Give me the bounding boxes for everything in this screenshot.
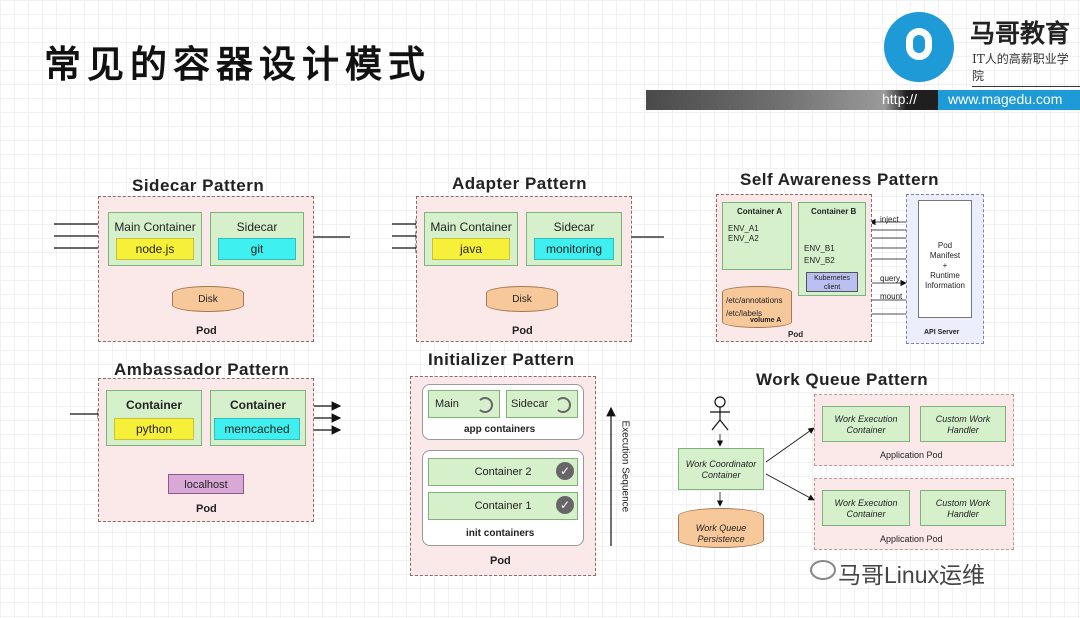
work-execution-container-2: Work Execution Container [822,490,910,526]
mount-label: mount [880,292,903,301]
sidecar-main-label: Main Container [114,220,196,234]
env-a2: ENV_A2 [728,234,759,243]
init-sidecar-label: Sidecar [511,398,549,410]
restart-icon [477,397,493,413]
container-a-label: Container A [737,207,783,216]
kubernetes-client: Kubernetes client [806,272,858,292]
sidecar-sidecar-label: Sidecar [236,220,278,234]
init-container-1-label: Container 1 [474,500,532,512]
ambassador-title: Ambassador Pattern [114,360,290,379]
brand-tagline: IT人的高薪职业学院 [972,50,1080,87]
ambassador-memcached: memcached [214,418,300,440]
url-bar-accent [938,90,1080,110]
init-main-label: Main [435,398,459,410]
adapter-main-app: java [432,238,510,260]
self-awareness-pod-label: Pod [788,330,804,339]
init-container-2-label: Container 2 [474,466,532,478]
work-coordinator: Work Coordinator Container [678,448,764,490]
custom-work-handler-2: Custom Work Handler [920,490,1006,526]
env-b1: ENV_B1 [804,244,835,253]
manifest-line: Manifest [929,251,961,260]
init-containers-label: init containers [466,528,535,539]
manifest-line: Information [924,281,966,290]
app-containers-label: app containers [464,424,536,435]
init-container-2: Container 2 [428,458,578,486]
url-link[interactable]: www.magedu.com [948,91,1063,107]
manifest-line: Pod [937,241,953,250]
api-server-label: API Server [924,329,960,336]
adapter-title: Adapter Pattern [452,174,588,193]
container-a: Container A [722,202,792,270]
work-queue-title: Work Queue Pattern [756,370,929,389]
brand-name: 马哥教育 [970,19,1071,48]
application-pod-1-label: Application Pod [880,450,943,460]
ambassador-container-2-label: Container [229,398,286,412]
restart-icon [555,397,571,413]
volume-a [722,286,792,328]
sidecar-main-app: node.js [116,238,194,260]
page-title: 常见的容器设计模式 [44,42,431,86]
labels-path: /etc/labels [726,309,763,318]
adapter-main-label: Main Container [430,220,512,234]
sidecar-disk: Disk [172,286,244,312]
ambassador-pod-label: Pod [196,503,217,515]
inject-label: inject [880,215,899,224]
initializer-pod-label: Pod [490,555,511,567]
pod-manifest: Pod Manifest + Runtime Information [918,200,972,318]
work-execution-container-1: Work Execution Container [822,406,910,442]
ambassador-container-1-label: Container [125,398,182,412]
sidecar-title: Sidecar Pattern [132,176,265,195]
wechat-icon [810,560,836,580]
adapter-pod-label: Pod [512,325,533,337]
adapter-sidecar-label: Sidecar [553,220,595,234]
manifest-line: + [942,261,948,270]
magedu-logo-mark [906,28,932,60]
adapter-disk: Disk [486,286,558,312]
initializer-title: Initializer Pattern [428,350,575,369]
env-b2: ENV_B2 [804,256,835,265]
application-pod-2-label: Application Pod [880,534,943,544]
manifest-line: Runtime [930,271,960,280]
check-icon: ✓ [556,462,574,480]
url-prefix: http:// [882,91,918,107]
ambassador-localhost: localhost [168,474,244,494]
init-sidecar-container: Sidecar [506,390,578,418]
init-main-container: Main [428,390,500,418]
container-b-label: Container B [811,207,857,216]
volume-a-label: volume A [750,317,782,324]
init-container-1: Container 1 [428,492,578,520]
ambassador-python: python [114,418,194,440]
self-awareness-title: Self Awareness Pattern [740,170,940,189]
sidecar-sidecar-app: git [218,238,296,260]
work-queue-persistence: Work Queue Persistence [678,508,764,548]
watermark-text: 马哥Linux运维 [838,562,985,588]
annotations-path: /etc/annotations [726,296,783,305]
adapter-sidecar-app: monitoring [534,238,614,260]
sidecar-pod-label: Pod [196,325,217,337]
query-label: query [880,274,901,283]
env-a1: ENV_A1 [728,224,759,233]
check-icon: ✓ [556,496,574,514]
custom-work-handler-1: Custom Work Handler [920,406,1006,442]
execution-sequence-label: Execution Sequence [619,420,631,513]
